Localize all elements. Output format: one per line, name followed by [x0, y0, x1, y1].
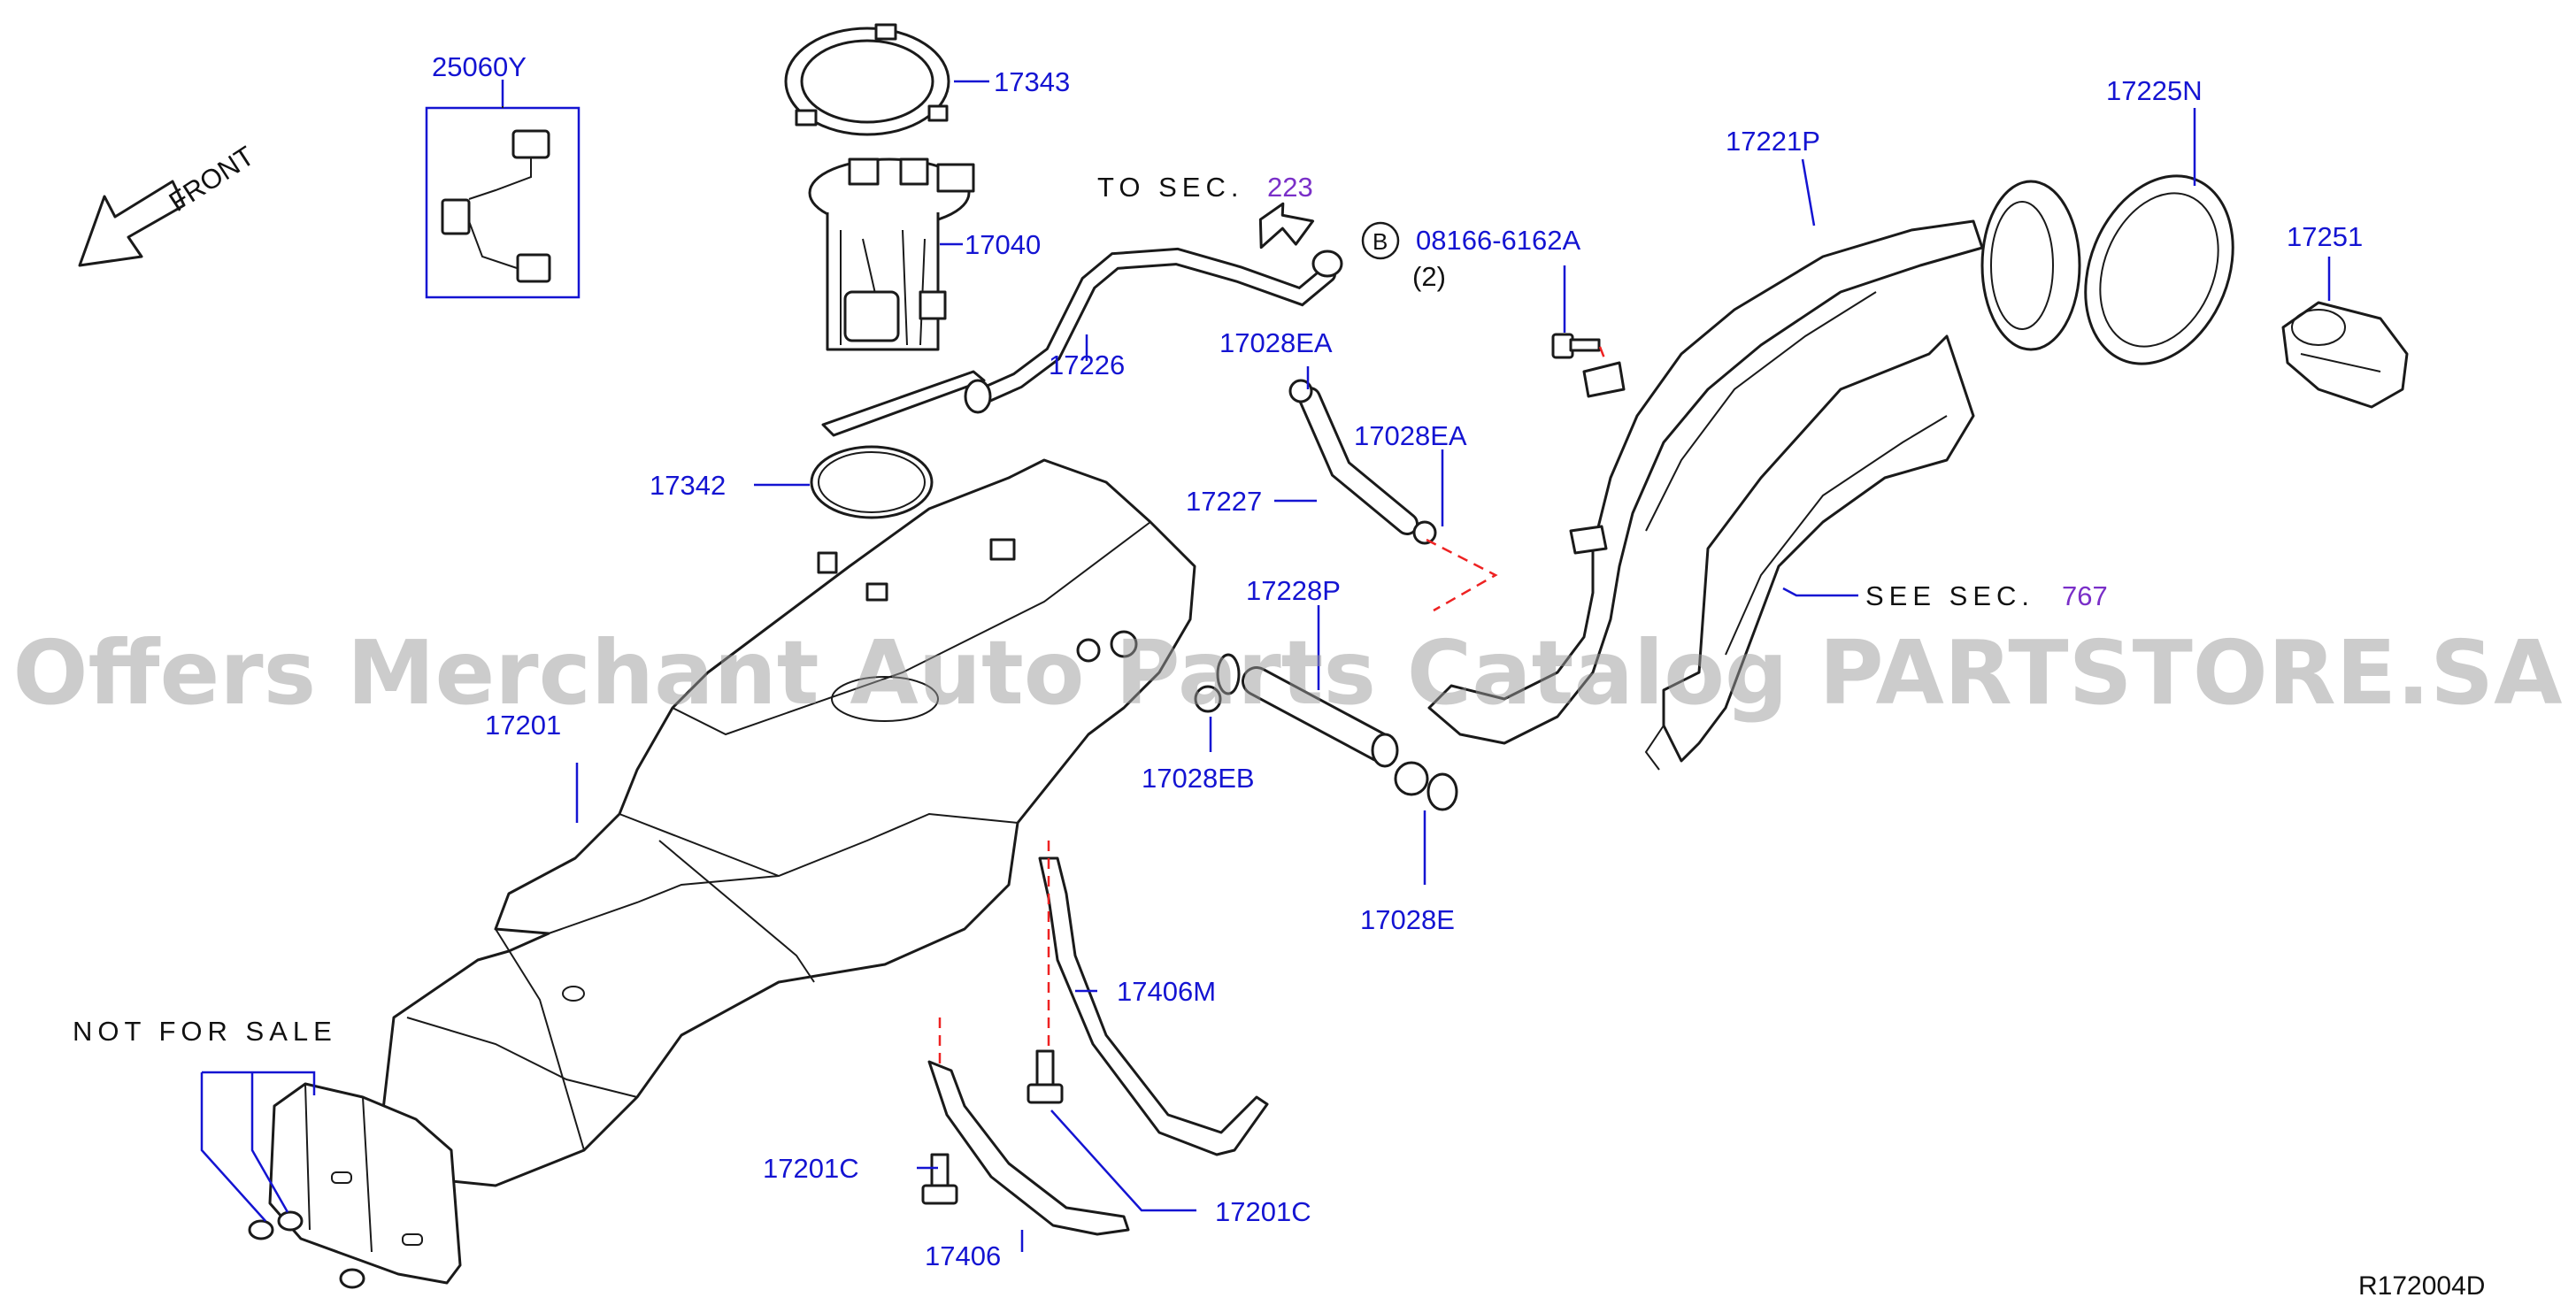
part-label-17028e[interactable]: 17028E — [1360, 904, 1455, 935]
fuel-pump-illustration — [808, 157, 986, 437]
part-label-17343[interactable]: 17343 — [994, 66, 1070, 97]
part-label-17228p[interactable]: 17228P — [1246, 575, 1341, 606]
filler-housing-illustration — [1644, 334, 1975, 771]
part-label-17201c-right[interactable]: 17201C — [1215, 1196, 1311, 1227]
part-label-17225n[interactable]: 17225N — [2106, 75, 2203, 106]
part-label-17251[interactable]: 17251 — [2287, 221, 2363, 252]
heat-shield-illustration — [248, 1082, 462, 1289]
tank-strap-17406M-illustration — [1038, 856, 1269, 1156]
part-label-17201[interactable]: 17201 — [485, 710, 561, 741]
assembly-dashline — [1426, 538, 1498, 612]
filler-cap-illustration — [2281, 301, 2409, 409]
retainer-ring-illustration — [784, 23, 950, 136]
gasket-illustration — [810, 445, 934, 519]
filler-hose-illustration — [1194, 653, 1458, 811]
watermark: Offers Merchant Auto Parts Catalog PARTS… — [12, 621, 2562, 725]
tank-strap-17406-illustration — [927, 1060, 1130, 1236]
part-label-17342[interactable]: 17342 — [650, 470, 726, 501]
bolt-icon — [921, 1153, 958, 1205]
bolt-b-icon — [1551, 333, 1601, 359]
part-label-17028ea-lower[interactable]: 17028EA — [1354, 420, 1467, 451]
part-label-17028ea-upper[interactable]: 17028EA — [1219, 327, 1333, 358]
filler-tube-illustration — [1427, 180, 2081, 745]
fuel-level-sender-illustration — [425, 104, 581, 299]
vent-tube-illustration — [964, 247, 1343, 414]
bolt-ref-qty: (2) — [1412, 261, 1446, 292]
leader-lines — [200, 80, 2331, 1252]
bolt-ref-letter: B — [1373, 228, 1388, 255]
bolt-icon — [1027, 1049, 1064, 1104]
front-label: FRONT — [164, 140, 260, 218]
filler-gasket-illustration — [2084, 174, 2234, 365]
not-for-sale-label: NOT FOR SALE — [73, 1016, 337, 1047]
to-sec-link[interactable]: 223 — [1267, 172, 1313, 203]
see-sec-link[interactable]: 767 — [2062, 580, 2108, 611]
part-label-17040[interactable]: 17040 — [965, 229, 1041, 260]
part-label-17406[interactable]: 17406 — [925, 1240, 1001, 1271]
bolt-dashline — [1598, 346, 1608, 364]
hose-illustration — [1288, 379, 1437, 545]
part-label-17201c-left[interactable]: 17201C — [763, 1153, 859, 1184]
part-label-17227[interactable]: 17227 — [1186, 486, 1262, 517]
diagram-code: R172004D — [2358, 1271, 2485, 1301]
part-label-17028eb[interactable]: 17028EB — [1142, 763, 1255, 794]
part-label-25060y[interactable]: 25060Y — [432, 51, 527, 82]
part-label-17406m[interactable]: 17406M — [1117, 976, 1216, 1007]
bolt-ref-badge — [1361, 221, 1400, 260]
bolt-ref-part-no[interactable]: 08166-6162A — [1416, 225, 1580, 256]
fuel-tank-illustration — [379, 458, 1196, 1187]
to-sec-arrow-icon — [1258, 202, 1315, 250]
see-sec-prefix: SEE SEC. — [1865, 580, 2034, 611]
front-arrow-icon — [78, 180, 186, 267]
to-sec-prefix: TO SEC. — [1097, 172, 1243, 203]
part-label-17226[interactable]: 17226 — [1049, 349, 1125, 380]
part-label-17221p[interactable]: 17221P — [1726, 126, 1820, 157]
